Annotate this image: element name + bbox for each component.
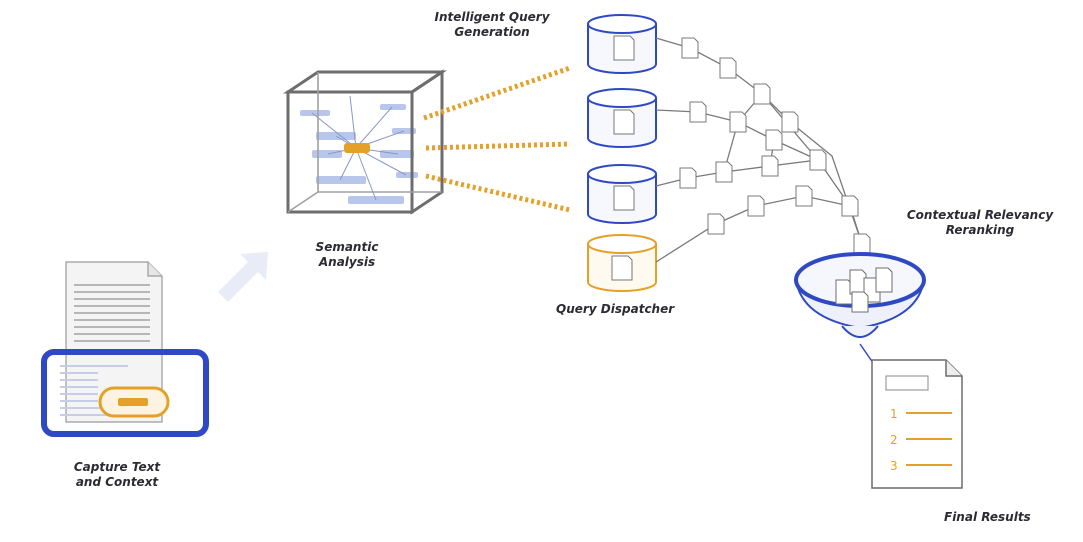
document-icon <box>60 261 163 423</box>
result-doc-nodes <box>679 37 871 255</box>
dispatcher-database-icon <box>587 234 657 292</box>
result-rank-2: 2 <box>890 433 898 447</box>
query-database-icon-3 <box>587 164 657 224</box>
result-connections <box>655 37 863 263</box>
semantic-cube-icon <box>283 69 447 215</box>
query-dispatcher-label: Query Dispatcher <box>556 302 675 316</box>
flow-arrow-icon <box>218 252 268 302</box>
query-database-icon-1 <box>587 14 657 74</box>
result-rank-1: 1 <box>890 407 898 421</box>
capture-text-label: Capture Text and Context <box>73 460 161 489</box>
result-rank-3: 3 <box>890 459 898 473</box>
captured-term-bar <box>118 398 148 406</box>
query-database-icon-2 <box>587 88 657 148</box>
capture-selection-frame <box>41 349 209 437</box>
semantic-analysis-label: Semantic Analysis <box>315 240 379 269</box>
final-results-label: Final Results <box>944 510 1031 524</box>
query-beams <box>423 65 571 213</box>
reranking-funnel-icon <box>794 252 926 338</box>
final-results-doc-icon: 1 2 3 <box>871 359 963 489</box>
query-generation-label: Intelligent Query Generation <box>434 10 550 39</box>
reranking-label: Contextual Relevancy Reranking <box>906 208 1054 237</box>
